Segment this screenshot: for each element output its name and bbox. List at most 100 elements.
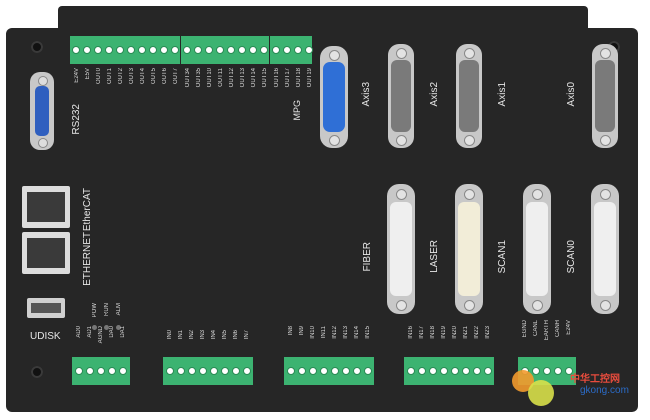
pin-label: IN5 (222, 330, 228, 340)
pin-label: IN1 (178, 330, 184, 340)
pin-label: OUT35 (196, 68, 202, 88)
axis3-port[interactable] (320, 46, 348, 148)
screw-icon (329, 135, 340, 146)
ethernet-label: ETHERNET (82, 232, 93, 286)
laser-port[interactable] (455, 184, 483, 314)
pin-label: AD1 (87, 326, 93, 338)
pin-label: AGND (98, 326, 104, 344)
pin-label: AD0 (76, 326, 82, 338)
pin-label: EGND (522, 320, 528, 338)
screw-icon (600, 300, 611, 311)
screw-icon (532, 189, 543, 200)
db15-socket-icon (595, 60, 615, 132)
pin-label: IN8 (288, 326, 294, 336)
pin-label: OUT18 (296, 68, 302, 88)
led-label: POW (92, 303, 98, 318)
screw-icon (31, 366, 43, 378)
pin-label: IN2 (189, 330, 195, 340)
pin-label: IN10 (310, 326, 316, 339)
db15-socket-icon (323, 62, 345, 132)
fiber-label: FIBER (362, 242, 373, 272)
screw-icon (396, 135, 407, 146)
db25-socket-icon (594, 202, 616, 296)
pin-label: OUT11 (218, 68, 224, 87)
pin-label: IN9 (299, 326, 305, 336)
led-pow (92, 325, 97, 330)
pin-label: OUT3 (129, 68, 135, 85)
axis1-port[interactable] (456, 44, 482, 148)
axis1-label: Axis1 (497, 82, 508, 107)
pin-label: IN18 (430, 326, 436, 339)
pin-label: IN20 (452, 326, 458, 339)
pin-label: IN6 (233, 330, 239, 340)
screw-icon (532, 300, 543, 311)
led-run (104, 325, 109, 330)
pin-label: IN23 (485, 326, 491, 339)
rs232-label: RS232 (71, 104, 82, 135)
pin-label: OUT19 (307, 68, 313, 88)
udisk-usb-port[interactable] (27, 298, 65, 318)
pin-label: OUT34 (185, 68, 191, 88)
axis2-port[interactable] (388, 44, 414, 148)
terminal-screws-bottom (75, 367, 573, 375)
pin-label: OUT10 (207, 68, 213, 88)
led-label: RUN (104, 303, 110, 316)
ethercat-label: EtherCAT (82, 188, 93, 232)
pin-label: IN4 (211, 330, 217, 340)
rj45-socket-icon (27, 192, 65, 222)
pin-label: IN13 (343, 326, 349, 339)
pin-label: IN12 (332, 326, 338, 339)
pin-label: OUT13 (240, 68, 246, 88)
axis2-label: Axis2 (429, 82, 440, 107)
pin-label: OUT16 (274, 68, 280, 88)
screw-icon (600, 48, 611, 59)
pin-label: IN7 (244, 330, 250, 340)
pin-label: IN19 (441, 326, 447, 339)
led-label: ALM (116, 303, 122, 316)
scan0-label: SCAN0 (566, 240, 577, 274)
ethercat-port[interactable] (22, 186, 70, 228)
mount-tab-top (58, 6, 588, 36)
pin-label: CANL (533, 320, 539, 337)
db9-socket-icon (35, 86, 49, 136)
fiber-port[interactable] (387, 184, 415, 314)
pin-label: IN3 (200, 330, 206, 340)
scan1-port[interactable] (523, 184, 551, 314)
pin-label: OUT0 (96, 68, 102, 85)
screw-icon (600, 189, 611, 200)
screw-icon (600, 135, 611, 146)
laser-label: LASER (429, 240, 440, 273)
db25-socket-icon (526, 202, 548, 296)
scan1-label: SCAN1 (497, 240, 508, 274)
pin-label: DA1 (120, 326, 126, 338)
pin-label: IN11 (321, 326, 327, 339)
db15-socket-icon (391, 60, 411, 132)
pin-label: EARTH (544, 320, 550, 341)
pin-label: IN16 (408, 326, 414, 339)
scan0-port[interactable] (591, 184, 619, 314)
watermark-title: 中华工控网 (570, 374, 620, 385)
usb-socket-icon (31, 303, 61, 313)
pin-label: OUT2 (118, 68, 124, 85)
axis0-port[interactable] (592, 44, 618, 148)
ethernet-port[interactable] (22, 232, 70, 274)
pin-label: IN15 (365, 326, 371, 339)
pin-label: CANH (555, 320, 561, 338)
screw-icon (464, 300, 475, 311)
udisk-label: UDISK (30, 331, 61, 342)
screw-icon (464, 135, 475, 146)
pin-label: IN0 (167, 330, 173, 340)
pin-label: DA0 (109, 326, 115, 338)
rs232-port[interactable] (30, 72, 54, 150)
screw-icon (396, 48, 407, 59)
pin-label: OUT14 (251, 68, 257, 88)
mpg-label: MPG (292, 100, 302, 121)
pin-label: IN21 (463, 326, 469, 339)
pin-label: OUT1 (107, 68, 113, 85)
pin-label: IN17 (419, 326, 425, 339)
db25-socket-icon (390, 202, 412, 296)
rj45-socket-icon (27, 238, 65, 268)
pin-label: OUT17 (285, 68, 291, 88)
pin-label: OUT12 (229, 68, 235, 88)
watermark-url: gkong.com (580, 385, 629, 396)
